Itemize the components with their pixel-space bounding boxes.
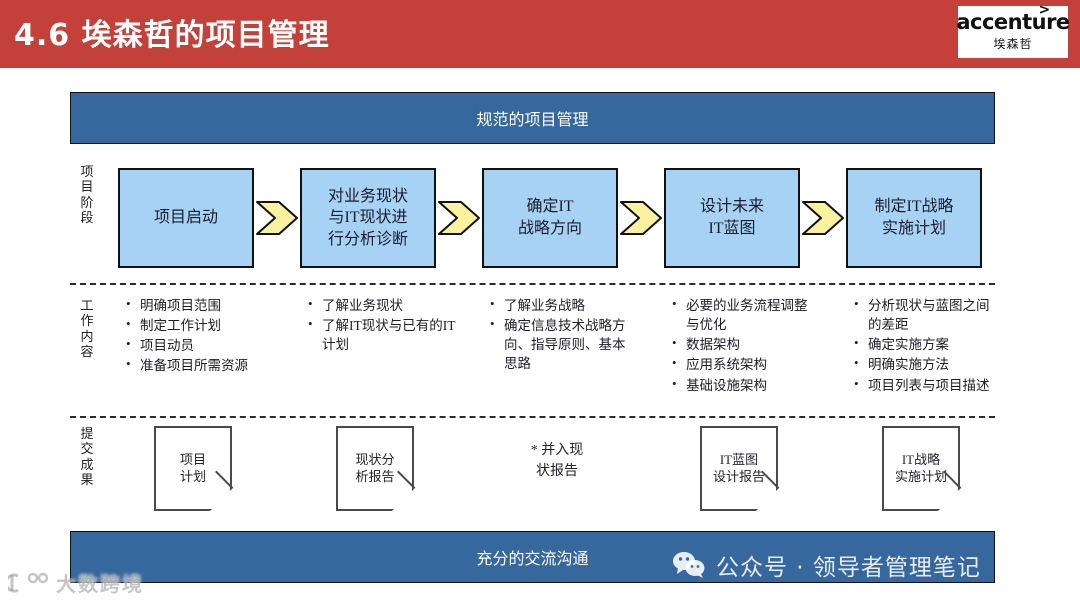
chevron-arrow-icon-4 xyxy=(802,201,844,235)
deliverable-slot-5: IT战略实施计划 xyxy=(846,426,996,511)
row-label-deliverables: 提交成果 xyxy=(80,426,94,487)
deliverable-label-4: IT蓝图设计报告 xyxy=(712,451,765,484)
top-banner: 规范的项目管理 xyxy=(70,92,995,144)
work-bullet: 必要的业务流程调整与优化 xyxy=(670,295,820,334)
work-bullet: 了解业务现状 xyxy=(306,295,456,315)
deliverable-slot-4: IT蓝图设计报告 xyxy=(664,426,814,511)
work-bullet: 了解IT现状与已有的IT计划 xyxy=(306,315,456,354)
work-bullet: 明确项目范围 xyxy=(124,295,274,315)
document-icon-5[interactable]: IT战略实施计划 xyxy=(882,426,962,511)
chevron-arrow-icon-1 xyxy=(256,201,298,235)
work-column-2: 了解业务现状了解IT现状与已有的IT计划 xyxy=(306,295,456,355)
work-bullet: 应用系统架构 xyxy=(670,354,820,374)
deliverable-label-2: 现状分析报告 xyxy=(355,451,395,484)
page-fold-line-2 xyxy=(397,470,416,489)
deliverable-label-1: 项目计划 xyxy=(179,451,206,484)
work-bullet: 制定工作计划 xyxy=(124,315,274,335)
accenture-logo: accenture > 埃森哲 xyxy=(956,3,1070,58)
document-icon-2[interactable]: 现状分析报告 xyxy=(336,426,416,511)
page-fold-4 xyxy=(756,489,778,511)
stage-box-2[interactable]: 对业务现状与IT现状进行分析诊断 xyxy=(300,168,436,268)
deliverables-row: 项目计划 现状分析报告 * 并入现状报告 IT蓝图设计报告 IT战略实施计划 xyxy=(118,426,998,526)
wechat-watermark: 公众号 · 领导者管理笔记 xyxy=(672,548,981,582)
brand-word-text: accenture xyxy=(956,10,1070,34)
deliverable-note-3: * 并入现状报告 xyxy=(530,443,584,479)
work-bullet: 数据架构 xyxy=(670,334,820,354)
work-bullet: 了解业务战略 xyxy=(488,295,638,315)
stage-box-1[interactable]: 项目启动 xyxy=(118,168,254,268)
bottom-left-watermark: 大数跨境 xyxy=(8,568,144,597)
wechat-icon xyxy=(673,552,705,578)
work-bullet: 明确实施方法 xyxy=(852,354,1002,374)
slide-header: 4.6 埃森哲的项目管理 accenture > 埃森哲 xyxy=(0,0,1080,68)
work-list-2: 了解业务现状了解IT现状与已有的IT计划 xyxy=(306,295,456,354)
divider-work-deliverables xyxy=(70,416,995,418)
page-fold-line-1 xyxy=(215,470,234,489)
work-bullet: 确定实施方案 xyxy=(852,334,1002,354)
work-list-3: 了解业务战略确定信息技术战略方向、指导原则、基本思路 xyxy=(488,295,638,374)
work-bullet: 准备项目所需资源 xyxy=(124,355,274,375)
diagram-canvas: 规范的项目管理 项目阶段 工作内容 提交成果 项目启动 对业务现状与IT现状进行… xyxy=(0,68,1080,608)
work-list-1: 明确项目范围制定工作计划项目动员准备项目所需资源 xyxy=(124,295,274,376)
page-fold-1 xyxy=(210,489,232,511)
work-column-5: 分析现状与蓝图之间的差距确定实施方案明确实施方法项目列表与项目描述 xyxy=(852,295,1002,396)
page-fold-2 xyxy=(392,489,414,511)
work-column-1: 明确项目范围制定工作计划项目动员准备项目所需资源 xyxy=(124,295,274,377)
work-bullet: 项目列表与项目描述 xyxy=(852,375,1002,395)
work-bullet: 分析现状与蓝图之间的差距 xyxy=(852,295,1002,334)
chevron-arrow-icon-3 xyxy=(620,201,662,235)
row-label-stages: 项目阶段 xyxy=(80,164,94,225)
brand-chinese-name: 埃森哲 xyxy=(993,37,1033,51)
chevron-arrow-icon-2 xyxy=(438,201,480,235)
work-bullet: 确定信息技术战略方向、指导原则、基本思路 xyxy=(488,315,638,373)
work-list-4: 必要的业务流程调整与优化数据架构应用系统架构基础设施架构 xyxy=(670,295,820,395)
page-title: 4.6 埃森哲的项目管理 xyxy=(14,18,330,53)
document-icon-4[interactable]: IT蓝图设计报告 xyxy=(700,426,780,511)
bottom-banner: 充分的交流沟通 xyxy=(70,531,995,583)
row-label-work: 工作内容 xyxy=(80,298,94,359)
brand-wordmark: accenture > xyxy=(956,3,1070,34)
bottom-left-watermark-text: 大数跨境 xyxy=(56,572,144,596)
work-column-4: 必要的业务流程调整与优化数据架构应用系统架构基础设施架构 xyxy=(670,295,820,396)
wechat-watermark-text: 公众号 · 领导者管理笔记 xyxy=(716,555,981,581)
work-column-3: 了解业务战略确定信息技术战略方向、指导原则、基本思路 xyxy=(488,295,638,375)
deliverable-slot-1: 项目计划 xyxy=(118,426,268,511)
work-content-row: 明确项目范围制定工作计划项目动员准备项目所需资源 了解业务现状了解IT现状与已有… xyxy=(118,295,998,411)
page-fold-5 xyxy=(938,489,960,511)
divider-stages-work xyxy=(70,283,995,285)
work-list-5: 分析现状与蓝图之间的差距确定实施方案明确实施方法项目列表与项目描述 xyxy=(852,295,1002,395)
caret-icon: > xyxy=(1038,2,1050,18)
work-bullet: 基础设施架构 xyxy=(670,375,820,395)
dashukuajing-logo-icon xyxy=(8,572,49,592)
deliverable-label-5: IT战略实施计划 xyxy=(894,451,947,484)
work-bullet: 项目动员 xyxy=(124,335,274,355)
deliverable-slot-2: 现状分析报告 xyxy=(300,426,450,511)
document-icon-1[interactable]: 项目计划 xyxy=(154,426,234,511)
stage-box-5[interactable]: 制定IT战略实施计划 xyxy=(846,168,982,268)
